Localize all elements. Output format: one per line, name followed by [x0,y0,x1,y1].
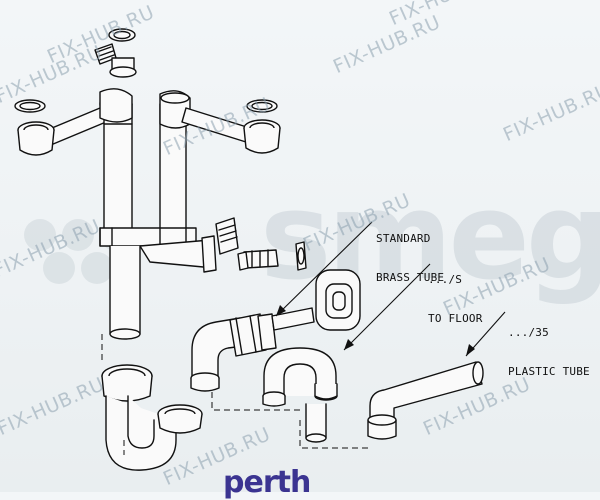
brass-tube-label-line1: STANDARD [376,232,431,245]
plastic-tube-label-line2: PLASTIC TUBE [508,365,590,378]
plastic-tube-callout: .../35 PLASTIC TUBE [508,300,590,391]
wall-escutcheon [315,269,361,331]
plastic-tube [367,361,484,440]
floor-arrow [343,263,431,351]
double-basin-trap-assembly [14,28,281,340]
construction-lines [101,334,372,455]
hose-adaptor-parts [237,241,307,271]
floor-label-line1: .../S [428,273,463,286]
brass-tube-elbow [190,307,315,392]
brass-tube-label-line2: BRASS TUBE [376,271,445,284]
brass-tube-callout: STANDARD BRASS TUBE [376,206,444,297]
floor-label-line2: TO FLOOR [428,312,483,325]
plastic-tube-label-line1: .../35 [508,326,549,339]
brass-tube-arrow [275,221,373,317]
bottle-p-trap [101,364,203,471]
s-trap-to-floor [262,347,338,443]
brand-logo: perth [223,465,311,500]
floor-callout: .../S TO FLOOR [428,247,483,338]
